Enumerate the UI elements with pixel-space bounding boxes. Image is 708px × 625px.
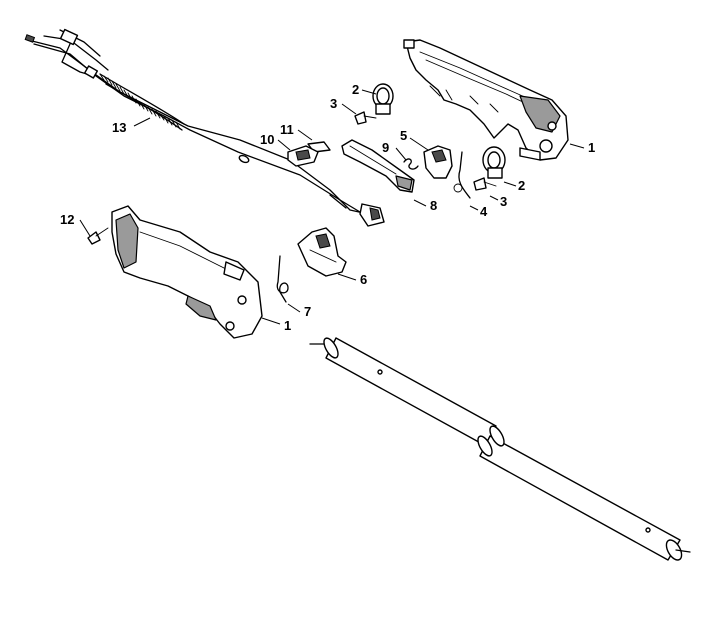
spring-9 xyxy=(403,158,419,170)
handle-housing-left xyxy=(111,205,263,339)
callout-2-lower: 2 xyxy=(518,178,525,193)
spring-4 xyxy=(453,151,471,199)
drive-tube xyxy=(309,337,691,561)
screw-12 xyxy=(87,227,109,245)
switch-slide xyxy=(423,145,453,179)
callout-4: 4 xyxy=(480,204,488,219)
callout-5: 5 xyxy=(400,128,407,143)
handle-housing-right xyxy=(403,39,569,161)
leader-lines xyxy=(79,89,585,325)
wiring-harness xyxy=(24,28,385,227)
screw-lower xyxy=(473,177,497,191)
throttle-latch xyxy=(297,227,347,277)
stop-switch xyxy=(287,145,319,167)
callout-11: 11 xyxy=(280,122,294,137)
callout-1-bottom: 1 xyxy=(284,318,291,333)
callout-3-lower: 3 xyxy=(500,194,507,209)
throttle-trigger xyxy=(341,139,415,193)
callout-12: 12 xyxy=(60,212,74,227)
clamp-lower xyxy=(482,146,506,179)
callout-labels: 1 1 2 2 3 3 4 5 6 7 8 9 10 11 12 13 xyxy=(60,82,595,333)
callout-2-upper: 2 xyxy=(352,82,359,97)
torsion-spring xyxy=(276,255,289,303)
callout-13: 13 xyxy=(112,120,126,135)
callout-10: 10 xyxy=(260,132,274,147)
callout-9: 9 xyxy=(382,140,389,155)
callout-1-top: 1 xyxy=(588,140,595,155)
callout-6: 6 xyxy=(360,272,367,287)
callout-8: 8 xyxy=(430,198,437,213)
screw-upper xyxy=(354,111,377,125)
callout-7: 7 xyxy=(304,304,311,319)
callout-3-upper: 3 xyxy=(330,96,337,111)
clamp-upper xyxy=(372,83,394,115)
